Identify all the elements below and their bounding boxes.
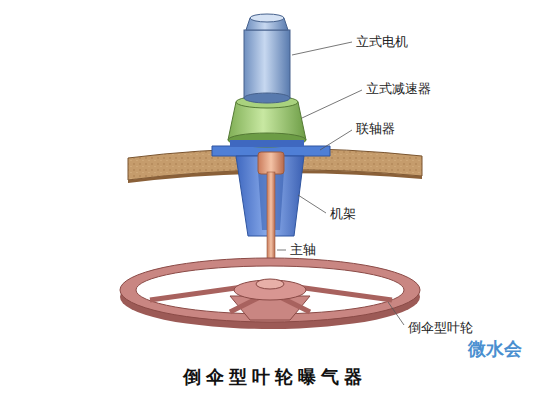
- watermark: 微水会: [468, 338, 522, 360]
- part-label: 联轴器: [356, 121, 395, 137]
- inverted-umbrella-impeller: [120, 258, 420, 329]
- part-label: 机架: [330, 206, 356, 222]
- diagram-title: 倒伞型叶轮曝气器: [0, 366, 550, 388]
- part-label: 立式电机: [356, 34, 408, 50]
- part-label: 主轴: [290, 242, 316, 258]
- motor: [244, 14, 290, 103]
- reducer: [228, 96, 306, 147]
- part-label: 立式减速器: [366, 81, 431, 97]
- part-label: 倒伞型叶轮: [408, 320, 473, 336]
